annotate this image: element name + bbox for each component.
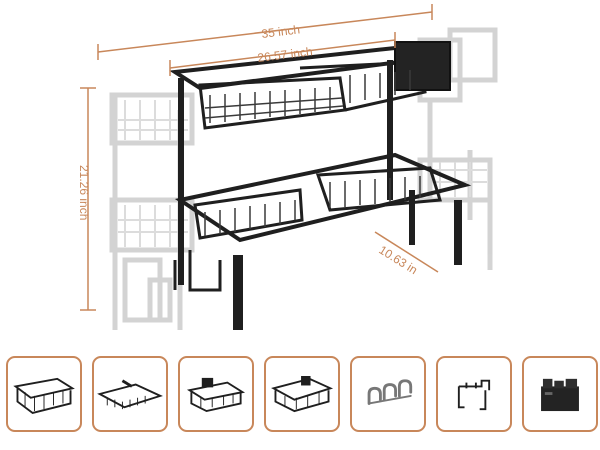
thumb-medium-basket[interactable] — [264, 356, 340, 432]
dish-rack-illustration: 35 inch 26.57 inch 21.26 inch 10.63 in — [77, 4, 498, 330]
thumb-utensil-holder[interactable] — [522, 356, 598, 432]
thumb-drainer-tray[interactable] — [92, 356, 168, 432]
thumb-hanging-hook[interactable] — [436, 356, 512, 432]
inner-width-label: 26.57 inch — [257, 44, 314, 65]
main-rack — [169, 41, 472, 330]
basket-wires — [204, 70, 421, 236]
drainer-tray-icon — [97, 379, 163, 410]
utensil-hooks-icon — [367, 379, 413, 405]
thumb-large-basket[interactable] — [6, 356, 82, 432]
large-basket-icon — [13, 377, 75, 414]
utensil-holder-icon — [541, 378, 579, 412]
thumb-utensil-hooks[interactable] — [350, 356, 426, 432]
dimension-lines — [80, 4, 439, 311]
component-thumbnails — [6, 356, 598, 436]
height-label: 21.26 inch — [77, 165, 91, 220]
medium-basket-icon — [271, 376, 334, 413]
depth-label: 10.63 in — [376, 243, 420, 278]
small-basket-icon — [186, 377, 246, 413]
thumb-small-basket[interactable] — [178, 356, 254, 432]
hanging-hook-icon — [457, 379, 491, 411]
overall-width-label: 35 inch — [261, 22, 301, 41]
